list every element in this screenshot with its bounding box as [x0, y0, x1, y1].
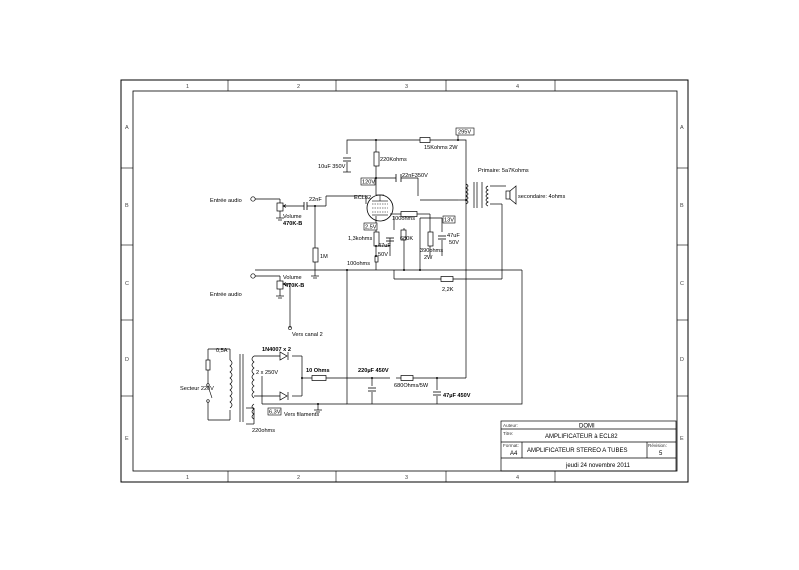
label-resistor-680ohm-5w: 680Ohms/5W — [394, 383, 429, 389]
frame-top-1: 1 — [186, 84, 189, 90]
resistor-680k — [400, 229, 407, 241]
label-cap-220uf: 220µF 450V — [358, 368, 389, 374]
label-resistor-1m: 1M — [320, 254, 328, 260]
title-block-titre: AMPLIFICATEUR à ECL82 — [545, 434, 618, 440]
frame-left-e: E — [125, 436, 129, 442]
label-volume-2-value: 470K-B — [285, 283, 304, 289]
frame-right-a: A — [680, 125, 684, 131]
pot-volume-2 — [276, 280, 284, 290]
frame-right-c: C — [680, 281, 684, 287]
resistor-10ohm — [311, 375, 327, 381]
title-block-titre-label: Titre: — [503, 431, 513, 436]
label-vers-filaments: Vers filaments — [284, 412, 319, 418]
label-cap-47uf-b: 47uF — [447, 233, 460, 239]
label-fuse: 0,5A — [216, 348, 228, 354]
diode-icon — [279, 351, 289, 401]
resistor-390ohm — [427, 231, 434, 247]
label-secondary-250v: 2 x 250V — [256, 370, 278, 376]
label-diodes: 1N4007 x 2 — [262, 347, 291, 353]
frame-bottom-2: 2 — [297, 475, 300, 481]
title-block-date: jeudi 24 novembre 2011 — [565, 463, 631, 469]
fuse-icon — [205, 359, 211, 371]
frame-left-d: D — [125, 357, 129, 363]
title-block-auteur-label: Auteur: — [503, 423, 518, 428]
label-voltage-295: 295V — [458, 130, 471, 136]
label-resistor-100ohm-grid: 100ohms — [392, 216, 415, 222]
resistor-100ohm-grid — [400, 211, 418, 217]
frame-bottom-3: 3 — [405, 475, 408, 481]
speaker-icon — [505, 185, 517, 205]
frame-left-b: B — [125, 203, 129, 209]
label-resistor-390ohm: 390ohms — [420, 248, 443, 254]
outer-frame — [120, 79, 689, 483]
label-resistor-680k: 680K — [400, 236, 413, 242]
jack-input-2 — [250, 273, 256, 279]
label-volume-1-value: 470K-B — [283, 221, 302, 227]
resistor-2k2 — [440, 276, 454, 282]
label-tube-ecl82: ECL82 — [354, 195, 371, 201]
label-cap-22nf350: 22nF350V — [402, 173, 428, 179]
title-block-auteur: DOMI — [579, 424, 595, 430]
label-resistor-390ohm-watt: 2W — [424, 255, 433, 261]
resistor-220k — [373, 151, 380, 167]
title-block-revision-label: Révision: — [648, 443, 667, 448]
frame-top-4: 4 — [516, 84, 519, 90]
label-cap-47uf-a-voltage: 50V — [378, 252, 388, 258]
label-secondaire: secondaire: 4ohms — [518, 194, 565, 200]
frame-top-2: 2 — [297, 84, 300, 90]
label-cap-47uf-b-voltage: 50V — [449, 240, 459, 246]
resistor-680ohm-5w — [400, 375, 414, 381]
frame-right-b: B — [680, 203, 684, 209]
tube-ecl82 — [366, 194, 394, 222]
resistor-15k — [419, 137, 431, 143]
label-voltage-120: 120V — [362, 180, 375, 186]
inner-frame — [132, 90, 678, 472]
label-resistor-15k: 15Kohms 2W — [424, 145, 458, 151]
label-cap-22nf: 22nF — [309, 197, 322, 203]
title-block-description: AMPLIFICATEUR STEREO A TUBES — [527, 448, 627, 454]
label-resistor-2k2: 2,2K — [442, 287, 454, 293]
jack-input-1 — [250, 196, 256, 202]
label-resistor-1k3: 1,3kohms — [348, 236, 372, 242]
frame-left-a: A — [125, 125, 129, 131]
frame-bottom-1: 1 — [186, 475, 189, 481]
label-vers-canal-2: Vers canal 2 — [292, 332, 323, 338]
title-block-format: A4 — [510, 451, 518, 457]
label-cap-47uf-a: 47uF — [378, 243, 391, 249]
label-resistor-220k: 220Kohms — [380, 157, 407, 163]
label-volume-1: Volume — [283, 214, 302, 220]
label-entree-audio-2: Entrée audio — [210, 292, 242, 298]
frame-left-c: C — [125, 281, 129, 287]
wires — [207, 132, 523, 425]
label-resistor-10ohm: 10 Ohms — [306, 368, 330, 374]
label-resistor-100ohm-cathode: 100ohms — [347, 261, 370, 267]
frame-top-3: 3 — [405, 84, 408, 90]
frame-right-d: D — [680, 357, 684, 363]
label-entree-audio-1: Entrée audio — [210, 198, 242, 204]
label-primaire: Primaire: 5a7Kohms — [478, 168, 529, 174]
title-block-format-label: Format: — [503, 443, 519, 448]
label-voltage-6-3: 6,3V — [269, 410, 281, 416]
frame-right-e: E — [680, 436, 684, 442]
frame-bottom-4: 4 — [516, 475, 519, 481]
title-block-revision: 5 — [659, 451, 663, 457]
label-secteur: Secteur 220V — [180, 386, 214, 392]
label-voltage-13: 13V — [444, 218, 454, 224]
power-transformer — [229, 354, 255, 422]
label-resistor-220ohms: 220ohms — [252, 428, 275, 434]
label-volume-2: Volume — [283, 275, 302, 281]
label-cap-10uf: 10uF 350V — [318, 164, 346, 170]
resistor-1m — [312, 247, 319, 263]
title-block — [500, 420, 677, 472]
output-transformer — [465, 182, 489, 208]
label-voltage-2-5: 2,5V — [365, 225, 377, 231]
pot-volume-1 — [276, 202, 284, 212]
switch-icon — [206, 383, 213, 403]
label-cap-47uf-450: 47µF 450V — [443, 393, 471, 399]
